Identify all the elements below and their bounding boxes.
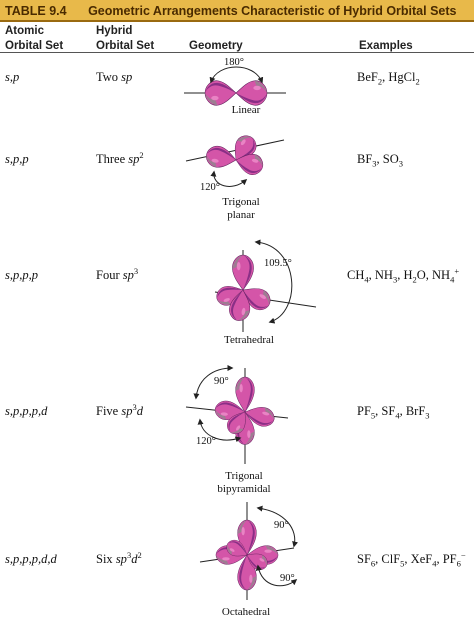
hybrid-count: Six bbox=[96, 552, 113, 566]
examples-cell: SF6, ClF5, XeF4, PF6− bbox=[357, 549, 466, 569]
angle-label-trigonal-planar: 120° bbox=[200, 182, 220, 193]
hybrid-type: sp bbox=[115, 552, 127, 566]
octahedral-orbital-diagram bbox=[199, 502, 298, 600]
header-hybrid-line1: Hybrid bbox=[96, 25, 133, 37]
geometry-label-octahedral: Octahedral bbox=[221, 606, 271, 618]
hybrid-superscript: 3 bbox=[132, 401, 137, 412]
example-formula-part: , HgCl bbox=[382, 70, 416, 84]
example-formula-part: 4 bbox=[364, 274, 369, 285]
hybrid-count: Four bbox=[96, 268, 120, 282]
example-formula-part: + bbox=[454, 265, 460, 276]
example-formula-part: 2 bbox=[412, 274, 417, 285]
angle-label-oct-upper: 90° bbox=[274, 520, 289, 531]
example-formula-part: PF bbox=[357, 404, 371, 418]
example-formula-part: 4 bbox=[395, 410, 400, 421]
atomic-orbital-set-cell: s,p,p,p,d,d bbox=[5, 552, 57, 566]
example-formula-part: , NH bbox=[368, 268, 393, 282]
atomic-orbital-set-cell: s,p,p,p bbox=[5, 268, 38, 282]
trigonal-planar-orbital-diagram bbox=[185, 131, 285, 187]
hybrid-type: sp bbox=[121, 70, 133, 84]
example-formula-part: O, NH bbox=[416, 268, 451, 282]
example-formula-part: BF bbox=[357, 152, 373, 166]
hybrid-count: Two bbox=[96, 70, 119, 84]
hybrid-type: sp bbox=[121, 404, 133, 418]
table-number: TABLE 9.4 bbox=[5, 4, 67, 18]
examples-cell: BF3, SO3 bbox=[357, 152, 404, 169]
header-atomic-line1: Atomic bbox=[5, 25, 44, 37]
hybrid-superscript-2: 2 bbox=[137, 549, 142, 560]
example-formula-part: 5 bbox=[400, 558, 405, 569]
hybrid-count: Three bbox=[96, 152, 126, 166]
hybrid-orbital-set-cell: Two sp bbox=[96, 70, 132, 85]
hybrid-orbital-set-cell: Six sp3d2 bbox=[96, 549, 142, 567]
example-formula-part: , H bbox=[397, 268, 413, 282]
hybrid-type: sp bbox=[122, 268, 134, 282]
header-atomic-line2: Orbital Set bbox=[5, 40, 64, 52]
header-geometry: Geometry bbox=[189, 40, 243, 52]
example-formula-part: , SO bbox=[376, 152, 399, 166]
example-formula-part: 4 bbox=[450, 274, 455, 285]
angle-label-tbp-equatorial: 120° bbox=[196, 436, 216, 447]
geometry-label-trigonal-bipyramidal: Trigonal bipyramidal bbox=[217, 470, 271, 495]
examples-cell: CH4, NH3, H2O, NH4+ bbox=[347, 265, 460, 285]
example-formula-part: 3 bbox=[425, 410, 430, 421]
example-formula-part: , BrF bbox=[399, 404, 426, 418]
hybrid-suffix: d bbox=[136, 404, 143, 418]
angle-label-tetrahedral: 109.5° bbox=[264, 258, 292, 269]
geometry-label-linear: Linear bbox=[231, 104, 261, 116]
example-formula-part: , PF bbox=[436, 552, 457, 566]
example-formula-part: 3 bbox=[398, 158, 404, 169]
example-formula-part: , SF bbox=[375, 404, 396, 418]
table-title-bar: TABLE 9.4 Geometric Arrangements Charact… bbox=[0, 0, 474, 22]
example-formula-part: BeF bbox=[357, 70, 378, 84]
hybrid-orbital-set-cell: Four sp3 bbox=[96, 265, 139, 283]
angle-label-oct-lower: 90° bbox=[280, 573, 295, 584]
header-divider bbox=[0, 52, 474, 53]
example-formula-part: 6 bbox=[456, 558, 461, 569]
hybrid-superscript: 2 bbox=[139, 149, 144, 160]
example-formula-part: 4 bbox=[432, 558, 437, 569]
geometry-label-tetrahedral: Tetrahedral bbox=[224, 334, 274, 346]
hybrid-count: Five bbox=[96, 404, 119, 418]
linear-orbital-diagram bbox=[184, 66, 286, 106]
example-formula-part: SF bbox=[357, 552, 371, 566]
example-formula-part: 3 bbox=[392, 274, 398, 285]
atomic-orbital-set-cell: s,p,p bbox=[5, 152, 29, 166]
hybrid-type: sp bbox=[128, 152, 140, 166]
atomic-orbital-set-cell: s,p bbox=[5, 70, 20, 84]
hybrid-superscript: 3 bbox=[126, 549, 132, 560]
example-formula-part: 6 bbox=[370, 558, 376, 569]
example-formula-part: , ClF bbox=[375, 552, 401, 566]
table-title: Geometric Arrangements Characteristic of… bbox=[88, 4, 457, 18]
tetrahedral-orbital-diagram bbox=[213, 239, 317, 332]
example-formula-part: CH bbox=[347, 268, 365, 282]
example-formula-part: 3 bbox=[372, 158, 377, 169]
header-atomic-orbital-set: Atomic Orbital Set bbox=[5, 24, 63, 54]
trigonal-bipyramidal-orbital-diagram bbox=[185, 365, 289, 464]
atomic-orbital-set-cell: s,p,p,p,d bbox=[5, 404, 48, 418]
examples-cell: BeF2, HgCl2 bbox=[357, 70, 420, 87]
angle-label-tbp-axial: 90° bbox=[214, 376, 229, 387]
example-formula-part: 5 bbox=[370, 410, 376, 421]
geometry-label-trigonal-planar: Trigonal planar bbox=[222, 196, 260, 221]
example-formula-part: 2 bbox=[415, 76, 420, 87]
example-formula-part: , XeF bbox=[404, 552, 433, 566]
header-hybrid-line2: Orbital Set bbox=[96, 40, 155, 52]
angle-label-linear: 180° bbox=[224, 57, 244, 68]
header-examples: Examples bbox=[359, 40, 413, 52]
example-formula-part: 2 bbox=[377, 76, 383, 87]
hybrid-orbital-set-cell: Five sp3d bbox=[96, 401, 143, 419]
examples-cell: PF5, SF4, BrF3 bbox=[357, 404, 430, 421]
example-formula-part: − bbox=[460, 549, 466, 560]
hybrid-orbital-set-cell: Three sp2 bbox=[96, 149, 144, 167]
hybrid-superscript: 3 bbox=[133, 265, 139, 276]
header-hybrid-orbital-set: Hybrid Orbital Set bbox=[96, 24, 154, 54]
hybrid-suffix: d bbox=[131, 552, 138, 566]
